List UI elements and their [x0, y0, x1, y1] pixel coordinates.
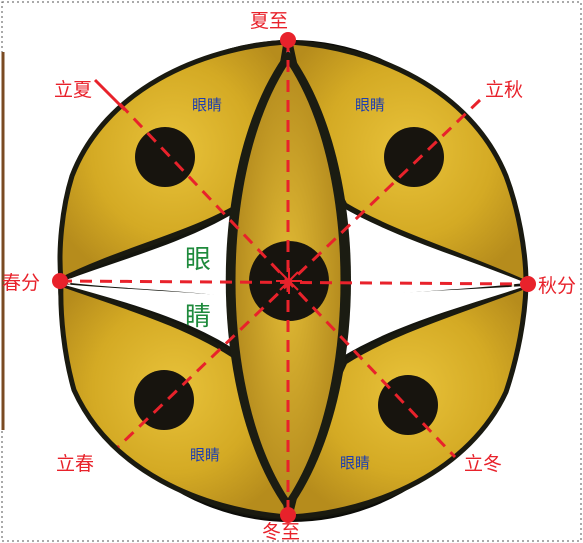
eye-label-bottom-left: 眼睛	[190, 446, 220, 464]
pupil-top-right	[384, 127, 444, 187]
label-start-of-spring: 立春	[56, 453, 94, 475]
label-autumn-equinox: 秋分	[538, 275, 576, 297]
eye-label-bottom-right: 眼睛	[340, 454, 370, 472]
dot-summer-solstice	[280, 32, 296, 48]
eye-label-top-right: 眼睛	[355, 96, 385, 114]
label-start-of-autumn: 立秋	[485, 79, 523, 101]
dot-spring-equinox	[52, 273, 68, 289]
label-spring-equinox: 春分	[2, 272, 40, 294]
diagonal-tl-upper-segment	[95, 80, 125, 110]
label-summer-solstice: 夏至	[250, 10, 288, 32]
dot-autumn-equinox	[520, 276, 536, 292]
center-label-char-1: 眼	[185, 245, 211, 275]
center-label-char-2: 睛	[185, 302, 211, 332]
label-winter-solstice: 冬至	[262, 521, 300, 543]
pupil-top-left	[135, 127, 195, 187]
label-start-of-summer: 立夏	[54, 79, 92, 101]
label-start-of-winter: 立冬	[464, 453, 502, 475]
eye-label-top-left: 眼睛	[192, 96, 222, 114]
